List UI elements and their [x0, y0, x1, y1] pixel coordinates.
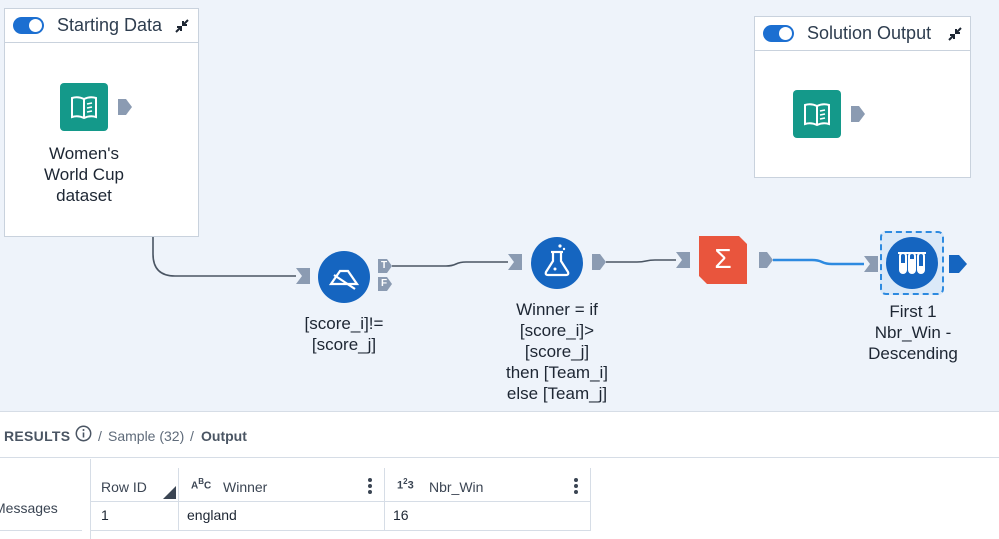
- numeric-type-icon: 123: [397, 477, 414, 492]
- table-cell-winner[interactable]: england: [179, 498, 385, 531]
- sort-indicator-icon: [163, 486, 176, 499]
- formula-flask-icon: [531, 237, 583, 289]
- input-anchor[interactable]: [296, 268, 310, 284]
- container-title: Starting Data: [57, 15, 163, 35]
- column-menu-icon[interactable]: [574, 478, 578, 494]
- input-anchor[interactable]: [864, 256, 878, 272]
- input-data-tool[interactable]: [60, 83, 108, 131]
- container-toggle[interactable]: [763, 25, 794, 42]
- formula-tool[interactable]: [531, 237, 583, 289]
- summarize-tool[interactable]: Σ: [699, 236, 747, 284]
- container-title: Solution Output: [807, 23, 932, 43]
- book-input-icon: [60, 83, 108, 131]
- sample-tool[interactable]: [880, 231, 944, 295]
- table-cell-nbr-win[interactable]: 16: [385, 498, 591, 531]
- filter-icon: [318, 251, 370, 303]
- tab-divider: [0, 530, 82, 531]
- collapse-icon[interactable]: [174, 18, 190, 34]
- sigma-icon: [699, 236, 747, 284]
- panel-divider: [90, 459, 91, 539]
- messages-tab-label[interactable]: Messages: [0, 500, 58, 516]
- output-anchor[interactable]: [592, 254, 606, 270]
- sample-tubes-icon: [886, 237, 938, 289]
- output-anchor[interactable]: [759, 252, 773, 268]
- input-anchor[interactable]: [508, 254, 522, 270]
- filter-true-anchor[interactable]: T: [378, 259, 392, 273]
- output-anchor[interactable]: [949, 255, 967, 273]
- workflow-canvas[interactable]: Starting Data Solution Output: [0, 0, 999, 411]
- container-header: Starting Data: [5, 9, 198, 43]
- breadcrumb-output[interactable]: Output: [201, 428, 247, 444]
- wire-filter-formula: [392, 261, 508, 267]
- breadcrumb-separator: /: [190, 428, 194, 444]
- breadcrumb-sample[interactable]: Sample (32): [108, 428, 185, 444]
- results-title: RESULTS: [4, 428, 71, 444]
- column-header-winner[interactable]: ABC Winner: [179, 468, 385, 502]
- container-solution-output[interactable]: Solution Output: [754, 16, 971, 178]
- output-anchor[interactable]: [118, 99, 132, 115]
- results-panel: RESULTS / Sample (32) / Output Messages …: [0, 411, 999, 539]
- input-tool-label: Women's World Cup dataset: [44, 144, 124, 205]
- results-header: RESULTS / Sample (32) / Output: [0, 412, 999, 458]
- collapse-icon[interactable]: [947, 26, 963, 42]
- wire-formula-summarize: [606, 259, 676, 263]
- formula-tool-label: Winner = if [score_i]> [score_j] then [T…: [505, 300, 609, 403]
- input-anchor[interactable]: [676, 252, 690, 268]
- wire-summarize-sample: [773, 258, 864, 266]
- column-menu-icon[interactable]: [368, 478, 372, 494]
- output-anchor[interactable]: [851, 106, 865, 122]
- column-header-row-id[interactable]: Row ID: [91, 468, 179, 502]
- filter-tool[interactable]: [318, 251, 370, 303]
- table-cell-row-id[interactable]: 1: [91, 498, 179, 531]
- info-icon[interactable]: [75, 425, 92, 442]
- container-header: Solution Output: [755, 17, 970, 51]
- string-type-icon: ABC: [191, 477, 212, 492]
- solution-input-tool[interactable]: [793, 90, 841, 138]
- messages-tab[interactable]: [0, 458, 82, 539]
- book-input-icon: [793, 90, 841, 138]
- filter-false-anchor[interactable]: F: [378, 277, 392, 291]
- sample-tool-label: First 1 Nbr_Win - Descending: [868, 302, 958, 363]
- filter-tool-label: [score_i]!= [score_j]: [304, 314, 384, 354]
- container-toggle[interactable]: [13, 17, 44, 34]
- breadcrumb-separator: /: [98, 428, 102, 444]
- column-header-nbr-win[interactable]: 123 Nbr_Win: [385, 468, 591, 502]
